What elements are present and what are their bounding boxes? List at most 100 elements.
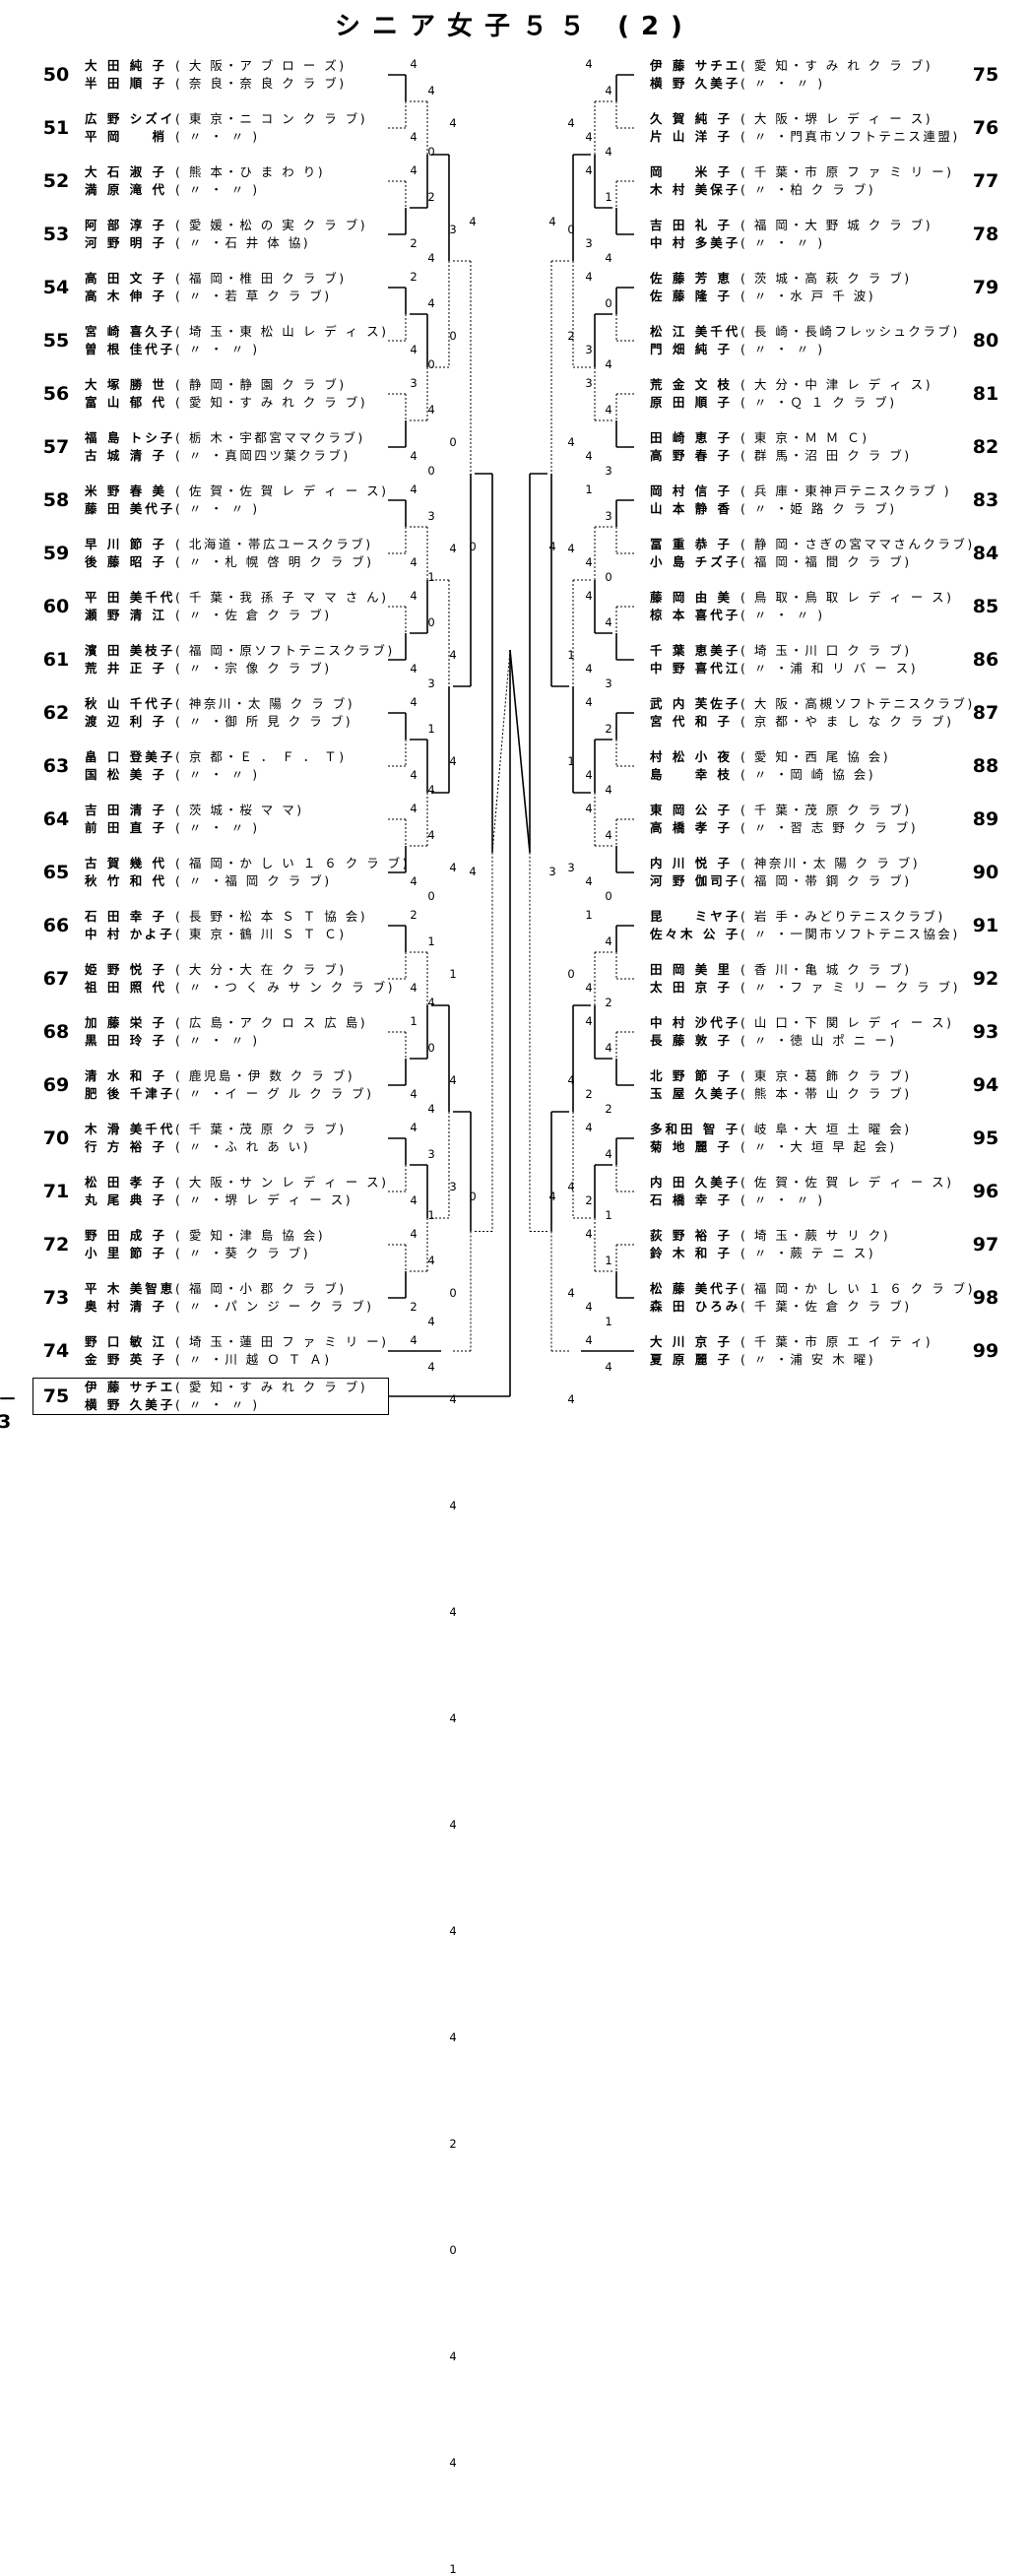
player-affiliation: ( 〃 ・大 垣 早 起 会)	[740, 1139, 897, 1154]
score-label: 4	[410, 802, 418, 815]
player-affiliation: ( 〃 ・ 〃 )	[175, 129, 260, 144]
score-label: 3	[410, 376, 418, 390]
seed-number: 75	[42, 1385, 70, 1407]
seed-number: 80	[972, 330, 999, 352]
seed-number: 73	[42, 1287, 70, 1309]
seed-number: 85	[972, 596, 999, 617]
score-label: 4	[449, 1392, 457, 1406]
player-name: 瀬 野 清 江	[85, 608, 168, 622]
score-label: 4	[567, 542, 575, 555]
player-name: 玉 屋 久美子	[650, 1086, 741, 1101]
player-affiliation: ( 〃 ・ 〃 )	[175, 182, 260, 197]
seed-number: 69	[42, 1074, 70, 1096]
score-label: 4	[449, 1499, 457, 1513]
player-name: 野 田 成 子	[85, 1228, 168, 1243]
player-name: 高 田 文 子	[85, 271, 168, 286]
player-affiliation: ( 千 葉・茂 原 ク ラ ブ)	[175, 1122, 347, 1136]
player-name: 佐 藤 隆 子	[650, 289, 734, 303]
seed-number: 66	[42, 915, 70, 936]
player-affiliation: ( 〃 ・宗 像 ク ラ ブ)	[175, 661, 332, 676]
player-affiliation: ( 〃 ・ 〃 )	[175, 767, 260, 782]
player-affiliation: ( 東 京・葛 飾 ク ラ ブ)	[740, 1068, 912, 1083]
seed-number: 97	[972, 1234, 999, 1256]
score-label: 4	[449, 542, 457, 555]
score-label: 4	[449, 116, 457, 130]
player-affiliation: ( 〃 ・蕨 テ ニ ス)	[740, 1246, 876, 1260]
player-name: 松 江 美千代	[650, 324, 741, 339]
score-label: 4	[410, 1333, 418, 1347]
score-label: 4	[449, 648, 457, 662]
player-affiliation: ( 福 岡・大 野 城 ク ラ ブ)	[740, 218, 933, 232]
player-affiliation: ( 大 阪・ア ブ ロ ー ズ)	[175, 58, 347, 73]
score-label: 3	[427, 509, 435, 523]
player-name: 昆 ミヤ子	[650, 909, 741, 924]
seed-number: 56	[42, 383, 70, 405]
player-name: 東 岡 公 子	[650, 803, 734, 817]
seed-number: 79	[972, 277, 999, 298]
score-label: 2	[605, 1102, 612, 1116]
score-label: 2	[410, 270, 418, 284]
score-label: 4	[548, 1190, 556, 1203]
player-affiliation: ( 福 岡・か し い １ ６ ク ラ ブ)	[175, 856, 411, 870]
player-name: 加 藤 栄 子	[85, 1015, 168, 1030]
player-name: 菊 地 麗 子	[650, 1139, 734, 1154]
score-label: 4	[567, 1180, 575, 1193]
seed-number: 98	[972, 1287, 999, 1309]
player-affiliation: ( 〃 ・石 井 体 協)	[175, 235, 311, 250]
score-label: 0	[605, 889, 612, 903]
bracket-line	[491, 649, 511, 853]
player-affiliation: ( 埼 玉・蓮 田 フ ァ ミ リ ー)	[175, 1334, 389, 1349]
player-name: 宮 崎 喜久子	[85, 324, 176, 339]
score-label: 4	[585, 874, 593, 888]
player-affiliation: ( 〃 ・徳 山 ポ ニ ー)	[740, 1033, 897, 1048]
player-affiliation: ( 広 島・ア ク ロ ス 広 島)	[175, 1015, 368, 1030]
score-label: 4	[585, 57, 593, 71]
player-name: 肥 後 千津子	[85, 1086, 176, 1101]
seed-number: 53	[42, 224, 70, 245]
seed-number: 75	[972, 64, 999, 86]
player-name: 夏 原 麗 子	[650, 1352, 734, 1367]
score-label: 2	[585, 1193, 593, 1207]
score-label: 4	[449, 2350, 457, 2363]
score-label: 4	[585, 1227, 593, 1241]
score-label: 0	[427, 145, 435, 159]
player-affiliation: ( 千 葉・市 原 エ イ テ ィ)	[740, 1334, 933, 1349]
player-affiliation: ( 鳥 取・鳥 取 レ デ ィ ー ス)	[740, 590, 954, 605]
score-label: 1	[605, 1254, 612, 1267]
player-name: 木 滑 美千代	[85, 1122, 176, 1136]
page-title: シニア女子５５ (2)	[335, 12, 694, 41]
player-affiliation: ( 〃 ・つ く み サ ン ク ラ ブ)	[175, 980, 396, 995]
player-name: 秋 山 千代子	[85, 696, 176, 711]
score-label: 4	[605, 251, 612, 265]
player-affiliation: ( 〃 ・ 〃 )	[740, 342, 825, 356]
player-affiliation: ( 〃 ・パ ン ジ ー ク ラ ブ)	[175, 1299, 374, 1314]
score-label: 4	[410, 874, 418, 888]
seed-number: 96	[972, 1181, 999, 1202]
player-affiliation: ( 茨 城・高 萩 ク ラ ブ)	[740, 271, 912, 286]
player-affiliation: ( 愛 知・津 島 協 会)	[175, 1228, 326, 1243]
player-affiliation: ( 〃 ・ 〃 )	[175, 820, 260, 835]
player-name: 渡 辺 利 子	[85, 714, 168, 729]
player-affiliation: ( 〃 ・一関市ソフトテニス協会)	[740, 927, 960, 941]
score-label: 0	[427, 615, 435, 629]
player-affiliation: ( 京 都・や ま し な ク ラ ブ)	[740, 714, 954, 729]
score-label: 3	[585, 343, 593, 356]
score-label: 4	[605, 1147, 612, 1161]
player-affiliation: ( 愛 知・す み れ ク ラ ブ)	[740, 58, 933, 73]
player-affiliation: ( 岩 手・みどりテニスクラブ)	[740, 909, 945, 924]
player-name: 松 藤 美代子	[650, 1281, 741, 1296]
player-name: 高 野 春 子	[650, 448, 734, 463]
player-name: 満 原 滝 代	[85, 182, 168, 197]
